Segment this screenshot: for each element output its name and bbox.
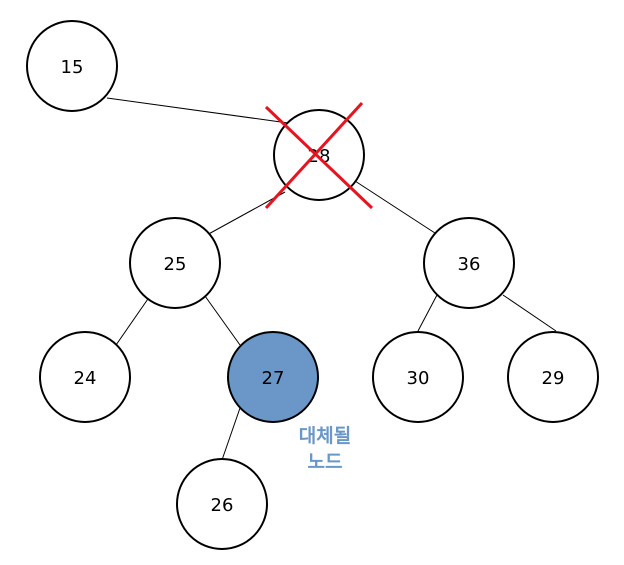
- node-label: 25: [164, 254, 187, 275]
- annotation-line-1: 대체될: [299, 425, 351, 447]
- node-label: 27: [262, 368, 285, 389]
- tree-node-24: 24: [39, 331, 131, 423]
- node-label: 15: [61, 57, 84, 78]
- node-label: 29: [542, 368, 565, 389]
- tree-edges: [106, 97, 557, 461]
- tree-node-30: 30: [372, 331, 464, 423]
- node-label: 26: [211, 495, 234, 516]
- edge-36-29: [502, 294, 557, 332]
- edge-15-28: [106, 97, 289, 124]
- node-label: 36: [458, 254, 481, 275]
- edge-25-27: [204, 295, 241, 346]
- tree-node-36: 36: [423, 217, 515, 309]
- edge-36-30: [417, 294, 438, 332]
- tree-node-15: 15: [26, 20, 118, 112]
- tree-node-25: 25: [129, 217, 221, 309]
- node-label: 24: [74, 368, 97, 389]
- replacement-node-annotation: 대체될 노드: [299, 425, 351, 473]
- edge-28-25: [204, 191, 286, 237]
- edge-25-24: [115, 295, 151, 346]
- tree-node-29: 29: [507, 331, 599, 423]
- edge-27-26: [221, 407, 241, 461]
- annotation-line-2: 노드: [308, 451, 343, 473]
- node-label: 30: [407, 368, 430, 389]
- tree-node-27-replacement: 27: [227, 331, 319, 423]
- tree-node-26: 26: [176, 458, 268, 550]
- delete-cross-icon: [264, 101, 374, 210]
- edge-28-36: [354, 180, 439, 236]
